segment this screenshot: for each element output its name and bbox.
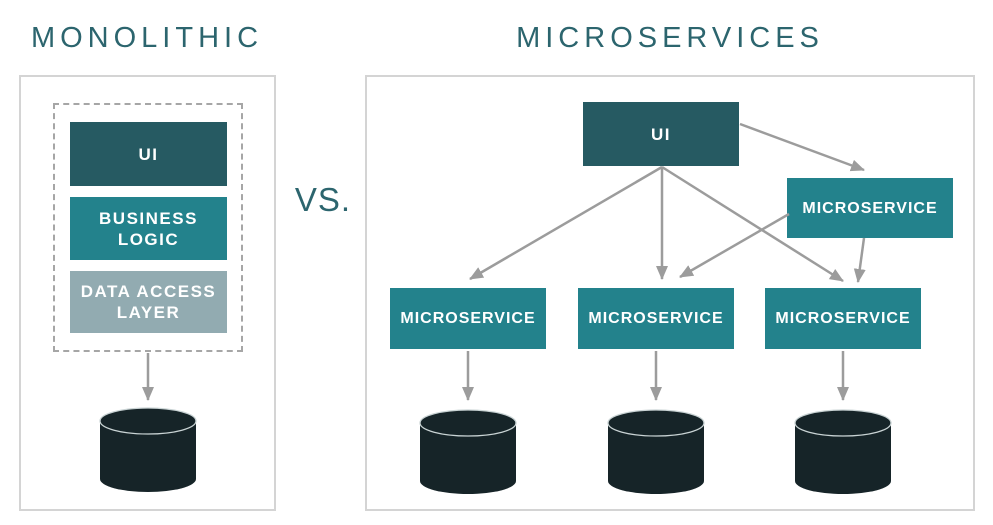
database-icon (99, 407, 197, 492)
monolith-ui-layer: UI (70, 122, 227, 186)
database-icon (794, 409, 892, 494)
microservice-side-node: MICROSERVICE (787, 178, 953, 238)
monolith-data-access-layer: DATA ACCESS LAYER (70, 271, 227, 333)
monolith-boundary-dashed-box (53, 103, 243, 352)
database-icon (419, 409, 517, 494)
monolith-business-logic-layer: BUSINESS LOGIC (70, 197, 227, 260)
microservice-bottom-node-2: MICROSERVICE (578, 288, 734, 349)
microservice-bottom-node-3: MICROSERVICE (765, 288, 921, 349)
microservice-bottom-node-1: MICROSERVICE (390, 288, 546, 349)
vs-label: VS. (294, 181, 352, 218)
microservices-title: MICROSERVICES (516, 22, 824, 54)
database-icon (607, 409, 705, 494)
monolithic-title: MONOLITHIC (30, 22, 264, 54)
microservices-ui-node: UI (583, 102, 739, 166)
